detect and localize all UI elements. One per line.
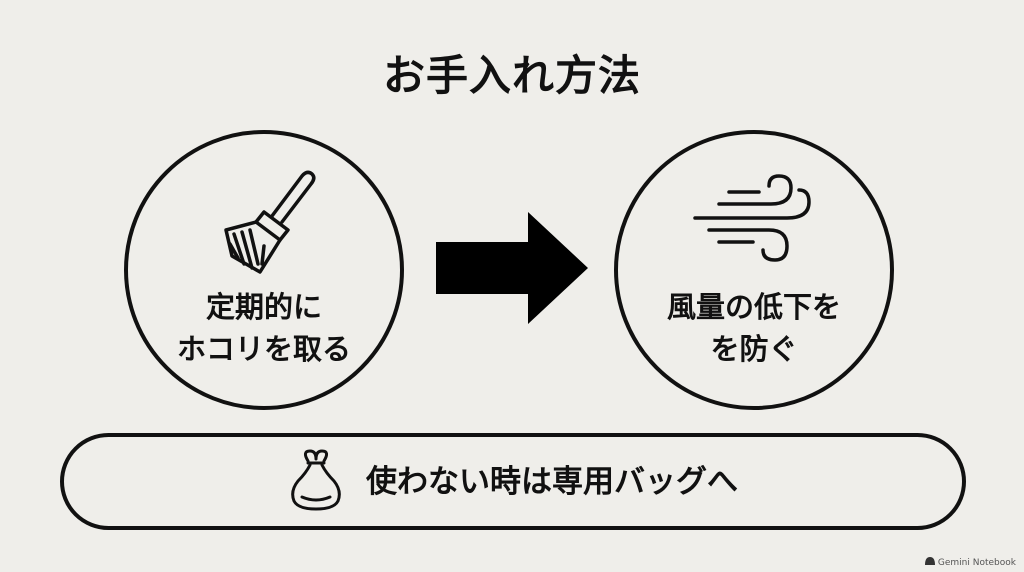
airflow-step-circle: 風量の低下を を防ぐ — [614, 130, 894, 410]
watermark-text: Gemini Notebook — [937, 557, 1016, 568]
right-card-line1: 風量の低下を — [666, 290, 841, 324]
watermark: Gemini Notebook — [924, 557, 1016, 568]
page-title: お手入れ方法 — [382, 51, 641, 100]
brush-icon — [128, 164, 400, 284]
left-card-line2: ホコリを取る — [176, 332, 351, 366]
left-card-line1: 定期的に — [205, 290, 322, 324]
arrow-right-icon — [436, 212, 588, 328]
cleaning-step-circle: 定期的に ホコリを取る — [124, 130, 404, 410]
wind-icon — [618, 174, 890, 274]
bag-icon — [288, 447, 344, 517]
storage-tip-pill: 使わない時は専用バッグへ — [60, 433, 966, 530]
right-card-line2: を防ぐ — [710, 332, 798, 366]
storage-tip-text: 使わない時は専用バッグへ — [366, 463, 738, 500]
notebook-logo-icon — [924, 557, 935, 568]
